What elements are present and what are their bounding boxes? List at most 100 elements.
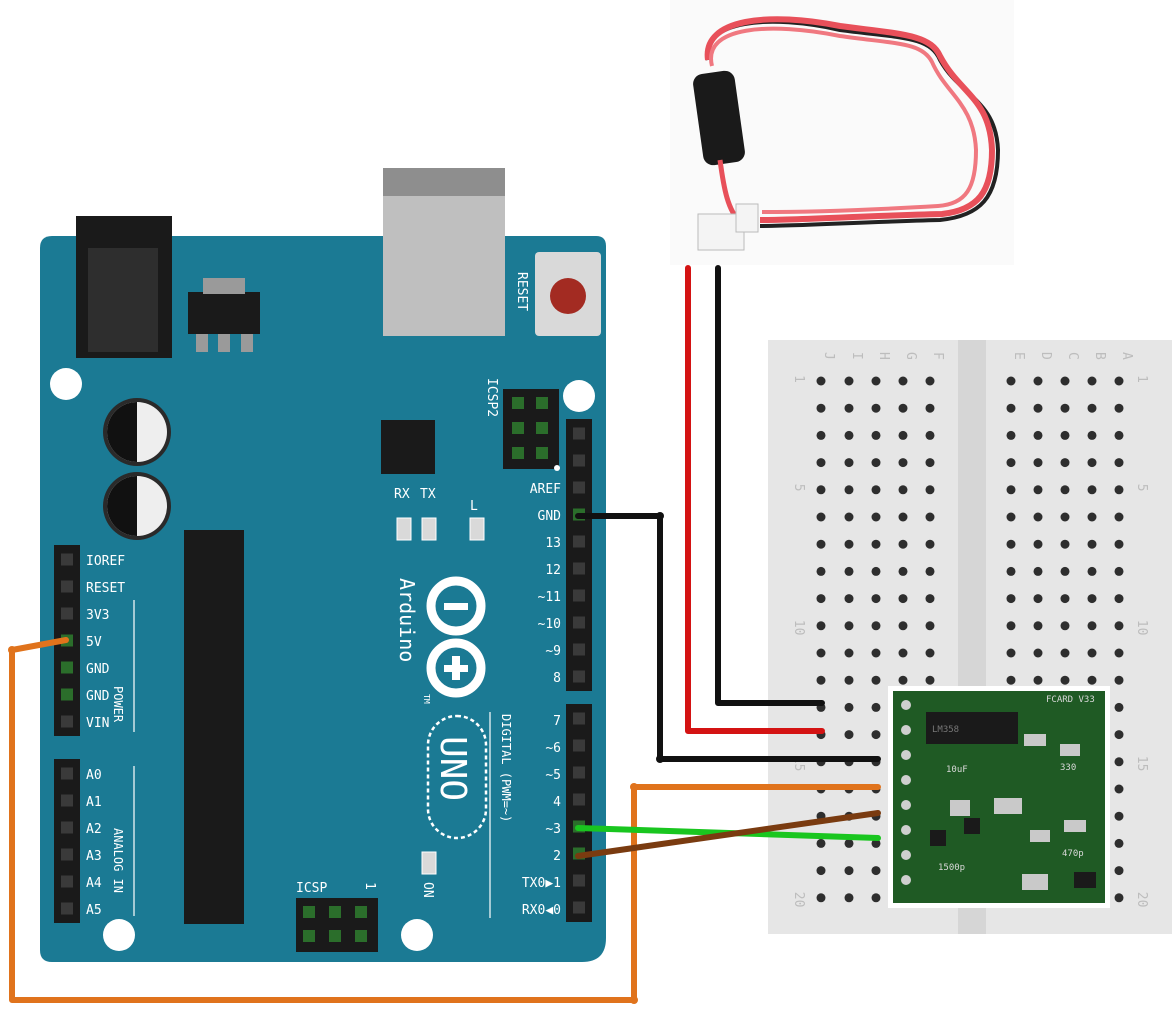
breadboard-hole[interactable]	[1033, 485, 1043, 495]
breadboard-hole[interactable]	[844, 730, 854, 740]
breadboard-hole[interactable]	[844, 376, 854, 386]
breadboard-hole[interactable]	[1060, 458, 1070, 468]
breadboard-hole[interactable]	[816, 675, 826, 685]
header-pin[interactable]	[61, 794, 73, 807]
breadboard-hole[interactable]	[1114, 675, 1124, 685]
icsp2-pin[interactable]	[536, 397, 548, 409]
breadboard-hole[interactable]	[844, 403, 854, 413]
breadboard-hole[interactable]	[871, 512, 881, 522]
header-pin[interactable]	[61, 902, 73, 915]
breadboard-hole[interactable]	[925, 648, 935, 658]
header-pin[interactable]	[61, 688, 73, 701]
header-pin[interactable]	[573, 535, 585, 548]
breadboard-hole[interactable]	[871, 893, 881, 903]
breadboard-hole[interactable]	[871, 485, 881, 495]
breadboard-hole[interactable]	[871, 866, 881, 876]
header-pin[interactable]	[573, 562, 585, 575]
breadboard-hole[interactable]	[844, 458, 854, 468]
breadboard-hole[interactable]	[1087, 512, 1097, 522]
header-pin[interactable]	[573, 616, 585, 629]
rfid-pin[interactable]	[901, 750, 911, 760]
breadboard-hole[interactable]	[1033, 594, 1043, 604]
breadboard-hole[interactable]	[1114, 376, 1124, 386]
icsp-pin[interactable]	[355, 906, 367, 918]
breadboard-hole[interactable]	[1006, 376, 1016, 386]
breadboard-hole[interactable]	[844, 702, 854, 712]
breadboard-hole[interactable]	[1087, 458, 1097, 468]
breadboard-hole[interactable]	[871, 594, 881, 604]
breadboard-hole[interactable]	[871, 702, 881, 712]
breadboard-hole[interactable]	[1087, 539, 1097, 549]
icsp2-pin[interactable]	[536, 447, 548, 459]
breadboard-hole[interactable]	[1060, 512, 1070, 522]
breadboard-hole[interactable]	[898, 621, 908, 631]
breadboard-hole[interactable]	[898, 403, 908, 413]
rfid-pin[interactable]	[901, 825, 911, 835]
breadboard-hole[interactable]	[1006, 458, 1016, 468]
breadboard-hole[interactable]	[925, 621, 935, 631]
rfid-pin[interactable]	[901, 725, 911, 735]
breadboard-hole[interactable]	[1087, 485, 1097, 495]
breadboard-hole[interactable]	[1114, 539, 1124, 549]
header-pin[interactable]	[61, 875, 73, 888]
breadboard-hole[interactable]	[1033, 376, 1043, 386]
icsp-pin[interactable]	[329, 906, 341, 918]
breadboard-hole[interactable]	[925, 403, 935, 413]
breadboard-hole[interactable]	[844, 566, 854, 576]
breadboard-hole[interactable]	[871, 430, 881, 440]
breadboard-hole[interactable]	[1114, 430, 1124, 440]
breadboard-hole[interactable]	[925, 485, 935, 495]
breadboard-hole[interactable]	[816, 403, 826, 413]
header-pin[interactable]	[61, 661, 73, 674]
breadboard-hole[interactable]	[1087, 594, 1097, 604]
rfid-pin[interactable]	[901, 800, 911, 810]
breadboard-hole[interactable]	[1114, 730, 1124, 740]
breadboard-hole[interactable]	[1060, 539, 1070, 549]
breadboard-hole[interactable]	[1006, 512, 1016, 522]
breadboard-hole[interactable]	[1087, 376, 1097, 386]
header-pin[interactable]	[573, 643, 585, 656]
rfid-pin[interactable]	[901, 775, 911, 785]
breadboard-hole[interactable]	[898, 566, 908, 576]
header-pin[interactable]	[573, 589, 585, 602]
breadboard-hole[interactable]	[1087, 648, 1097, 658]
breadboard-hole[interactable]	[844, 594, 854, 604]
breadboard-hole[interactable]	[816, 893, 826, 903]
breadboard-hole[interactable]	[1006, 621, 1016, 631]
breadboard-hole[interactable]	[816, 566, 826, 576]
icsp-pin[interactable]	[329, 930, 341, 942]
breadboard-hole[interactable]	[1114, 403, 1124, 413]
breadboard-hole[interactable]	[1033, 403, 1043, 413]
header-pin[interactable]	[61, 580, 73, 593]
breadboard-hole[interactable]	[1033, 675, 1043, 685]
breadboard-hole[interactable]	[1033, 512, 1043, 522]
breadboard-hole[interactable]	[1087, 621, 1097, 631]
header-pin[interactable]	[573, 766, 585, 779]
breadboard-hole[interactable]	[1114, 594, 1124, 604]
breadboard-hole[interactable]	[1114, 512, 1124, 522]
header-pin[interactable]	[573, 670, 585, 683]
breadboard-hole[interactable]	[1033, 621, 1043, 631]
rfid-pin[interactable]	[901, 875, 911, 885]
breadboard-hole[interactable]	[1060, 594, 1070, 604]
breadboard-hole[interactable]	[844, 485, 854, 495]
header-pin[interactable]	[61, 821, 73, 834]
breadboard-hole[interactable]	[816, 376, 826, 386]
breadboard-hole[interactable]	[1006, 430, 1016, 440]
breadboard-hole[interactable]	[871, 403, 881, 413]
breadboard-hole[interactable]	[1114, 811, 1124, 821]
breadboard-hole[interactable]	[1033, 430, 1043, 440]
breadboard-hole[interactable]	[844, 838, 854, 848]
breadboard-hole[interactable]	[871, 566, 881, 576]
breadboard-hole[interactable]	[1114, 838, 1124, 848]
breadboard-hole[interactable]	[844, 675, 854, 685]
header-pin[interactable]	[61, 607, 73, 620]
breadboard-hole[interactable]	[1006, 403, 1016, 413]
breadboard-hole[interactable]	[1006, 594, 1016, 604]
header-pin[interactable]	[573, 901, 585, 914]
breadboard-hole[interactable]	[816, 539, 826, 549]
breadboard-hole[interactable]	[1114, 784, 1124, 794]
breadboard-hole[interactable]	[871, 675, 881, 685]
icsp2-pin[interactable]	[512, 422, 524, 434]
breadboard-hole[interactable]	[1006, 485, 1016, 495]
